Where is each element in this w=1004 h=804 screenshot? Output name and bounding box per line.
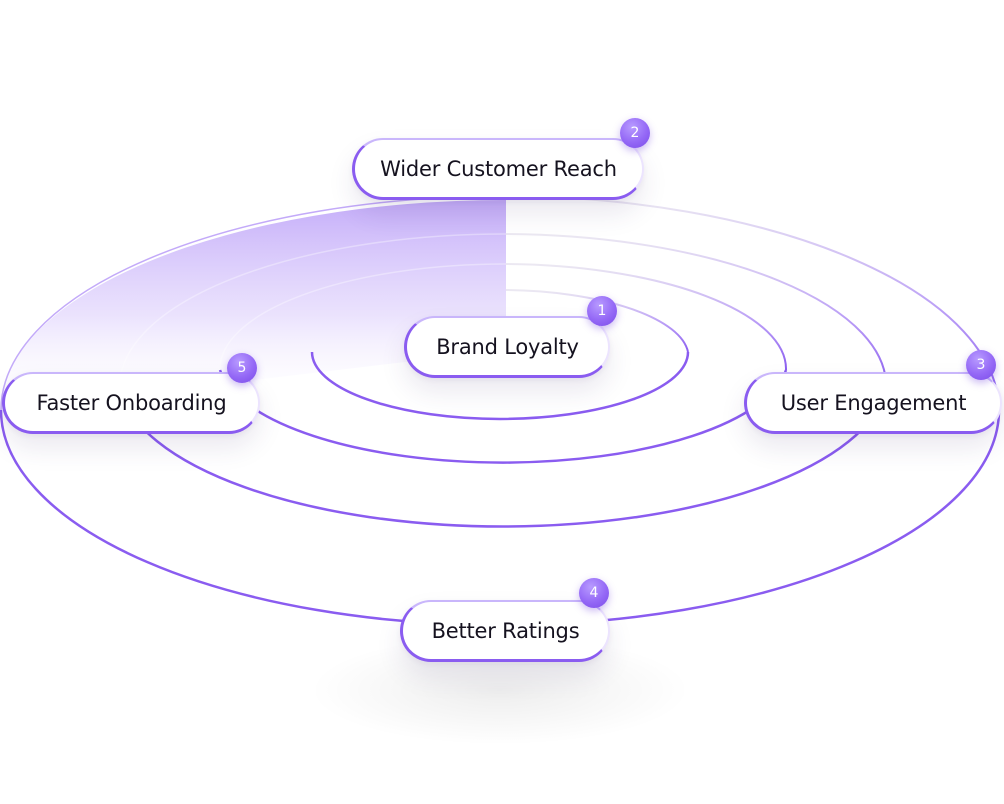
node-5-number-badge: 5 bbox=[227, 353, 257, 383]
ring-1-lower bbox=[310, 351, 690, 421]
node-brand-loyalty-label: Brand Loyalty bbox=[436, 334, 579, 359]
ring-3-lower bbox=[118, 389, 888, 528]
ring-2-lower bbox=[218, 369, 788, 464]
node-user-engagement: User Engagement bbox=[744, 372, 1002, 434]
node-2-number-badge: 2 bbox=[620, 118, 650, 148]
ground-shadow bbox=[310, 635, 690, 745]
node-4-number-badge: 4 bbox=[579, 578, 609, 608]
ring-2-upper-right bbox=[505, 263, 788, 371]
highlight-wedge bbox=[1, 200, 506, 410]
node-3-number-badge: 3 bbox=[966, 350, 996, 380]
ring-1-upper-right bbox=[505, 289, 689, 353]
ring-3-upper-left bbox=[119, 233, 507, 391]
node-faster-onboarding: Faster Onboarding bbox=[2, 372, 260, 434]
ring-4-upper-left bbox=[0, 195, 507, 411]
node-brand-loyalty: Brand Loyalty bbox=[404, 316, 610, 378]
node-faster-onboarding-label: Faster Onboarding bbox=[36, 390, 227, 415]
node-user-engagement-label: User Engagement bbox=[780, 390, 967, 415]
node-wider-customer-reach: Wider Customer Reach bbox=[352, 138, 644, 200]
node-wider-customer-reach-label: Wider Customer Reach bbox=[380, 156, 617, 181]
node-better-ratings: Better Ratings bbox=[400, 600, 610, 662]
ring-3-upper-right bbox=[505, 233, 888, 391]
ring-2-upper-left bbox=[219, 263, 507, 371]
node-better-ratings-label: Better Ratings bbox=[431, 618, 580, 643]
node-1-number-badge: 1 bbox=[587, 296, 617, 326]
